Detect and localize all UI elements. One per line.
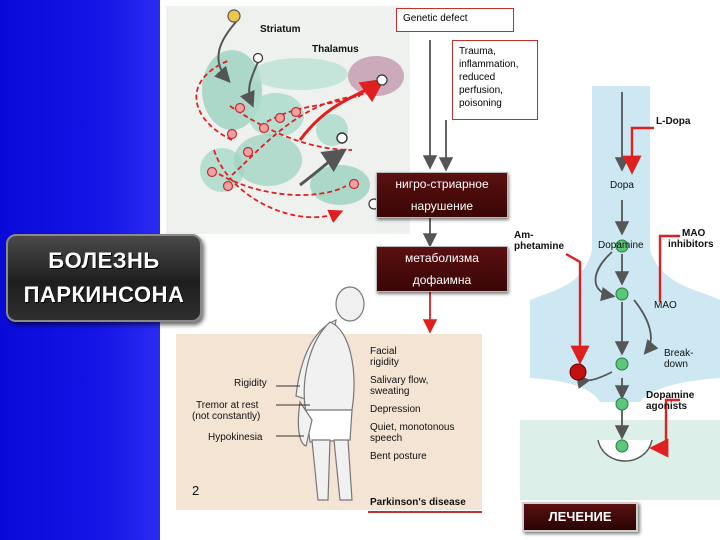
facial-rigidity-2: rigidity — [370, 357, 399, 368]
figure-number: 2 — [192, 483, 200, 498]
trauma-line: inflammation, — [459, 59, 519, 70]
amphetamine-blocker — [569, 363, 587, 381]
rigidity-label: Rigidity — [234, 378, 267, 389]
metabolism-line: дофаимна — [412, 273, 472, 287]
breakdown-label-2: down — [664, 359, 688, 370]
striatum-input-arrow-2 — [239, 61, 259, 108]
amphetamine-label-2: phetamine — [514, 241, 565, 252]
title-line-2: ПАРКИНСОНА — [23, 282, 185, 307]
amphetamine-label-1: Am- — [514, 230, 534, 241]
nigral-arrow — [299, 148, 347, 187]
brain-neurons — [206, 102, 360, 192]
depression-label: Depression — [370, 404, 421, 415]
striatum-small-neuron — [252, 52, 264, 64]
striatum-input-arrow — [214, 21, 237, 83]
synapse-flow — [565, 92, 680, 458]
nigrostriatal-line: нигро-стриарное — [395, 177, 489, 191]
facial-rigidity-1: Facial — [370, 346, 397, 357]
mao-inhibitor-label-1: MAO — [682, 228, 706, 239]
bent-posture-label: Bent posture — [370, 451, 427, 462]
treatment-button[interactable]: ЛЕЧЕНИЕ — [522, 502, 638, 532]
patient-figure — [295, 286, 365, 501]
metabolism-line: метаболизма — [405, 251, 479, 265]
trauma-box: Trauma, inflammation, reduced perfusion,… — [452, 40, 538, 120]
agonists-label-2: agonists — [646, 401, 688, 412]
thalamus-label: Thalamus — [312, 44, 359, 55]
tremor-note: (not constantly) — [192, 411, 261, 422]
nigra-neuron — [336, 132, 348, 144]
metabolism-label: метаболизма дофаимна — [376, 246, 508, 292]
genetic-defect-label: Genetic defect — [403, 13, 468, 24]
tremor-label: Tremor at rest — [196, 400, 259, 411]
mao-inhibitor-label-2: inhibitors — [668, 239, 714, 250]
breakdown-label-1: Break- — [664, 348, 694, 359]
hypokinesia-label: Hypokinesia — [208, 432, 263, 443]
striatum-input-neuron — [227, 9, 241, 23]
speech-2: speech — [370, 433, 403, 444]
title-line-1: БОЛЕЗНЬ — [48, 248, 160, 273]
thalamus-neuron — [376, 74, 388, 86]
ldopa-label: L-Dopa — [656, 116, 691, 127]
genetic-defect-box: Genetic defect — [396, 8, 514, 32]
striatum-label: Striatum — [260, 24, 301, 35]
dopa-label: Dopa — [610, 180, 634, 191]
agonists-label-1: Dopamine — [646, 390, 695, 401]
mao-label: MAO — [654, 300, 677, 311]
main-pathway-arrow — [298, 78, 385, 141]
speech-1: Quiet, monotonous — [370, 422, 455, 433]
disease-caption: Parkinson's disease — [370, 497, 466, 508]
title-box: БОЛЕЗНЬ ПАРКИНСОНА — [6, 234, 202, 322]
dopamine-label: Dopamine — [598, 240, 644, 251]
nigrostriatal-label: нигро-стриарное нарушение — [376, 172, 508, 218]
synapse-vesicles — [615, 239, 629, 453]
trauma-line: Trauma, — [459, 46, 496, 57]
salivary-1: Salivary flow, — [370, 375, 429, 386]
trauma-line: perfusion, — [459, 85, 503, 96]
nigrostriatal-line: нарушение — [410, 199, 474, 213]
trauma-line: poisoning — [459, 98, 502, 109]
trauma-line: reduced — [459, 72, 496, 83]
salivary-2: sweating — [370, 386, 410, 397]
